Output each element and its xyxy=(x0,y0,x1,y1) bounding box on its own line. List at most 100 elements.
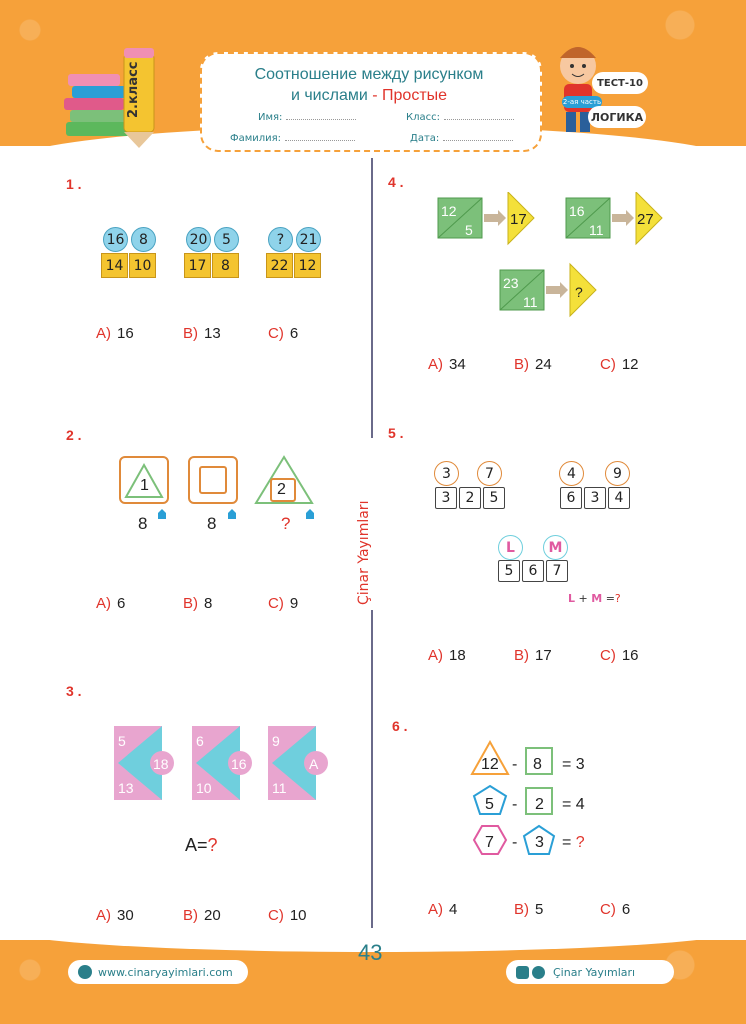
date-field: Дата: xyxy=(410,132,514,144)
title-highlight: Простые xyxy=(382,87,448,104)
website-link[interactable]: www.cinaryayimlari.com xyxy=(68,960,248,984)
q3-option-a[interactable]: A)30 xyxy=(96,907,134,924)
q1-number: 1 . xyxy=(66,176,82,192)
q6-row-1-box: 8 xyxy=(533,756,542,773)
q4-item-2-top: 16 xyxy=(569,203,585,219)
q5-cell: 3 xyxy=(584,487,606,509)
q3-cards xyxy=(114,726,328,800)
column-divider-bottom xyxy=(371,610,373,930)
q6-option-c[interactable]: C)6 xyxy=(600,901,631,918)
q6-option-b[interactable]: B)5 xyxy=(514,901,544,918)
name-label: Имя: xyxy=(258,112,283,123)
q5-option-a[interactable]: A)18 xyxy=(428,647,466,664)
q5-top-m: M xyxy=(543,535,568,560)
social-link[interactable]: Çinar Yayımları xyxy=(506,960,674,984)
q1-circle: 20 xyxy=(186,227,211,252)
page-number: 43 xyxy=(358,940,383,965)
test-badge: ТЕСТ-10 xyxy=(592,72,648,94)
q1-option-b[interactable]: B)13 xyxy=(183,325,221,342)
q6-shapes xyxy=(470,740,556,855)
q4-item-3-top: 23 xyxy=(503,275,519,291)
q6-row-1-minus: - xyxy=(512,756,518,773)
social-text: Çinar Yayımları xyxy=(553,965,636,979)
q2-value-1: 8 xyxy=(138,514,148,533)
surname-line[interactable] xyxy=(285,132,356,141)
q1-box: 14 xyxy=(101,253,128,278)
q1-box: 12 xyxy=(294,253,321,278)
q6-row-3-eq: = ? xyxy=(562,834,585,851)
q1-box: 10 xyxy=(129,253,156,278)
q3-card-2-bottom: 10 xyxy=(196,780,212,796)
q6-row-2-shape: 5 xyxy=(485,796,494,813)
q2-number: 2 . xyxy=(66,427,82,443)
name-line[interactable] xyxy=(286,111,357,120)
q2-option-a[interactable]: A)6 xyxy=(96,595,126,612)
title-dash: - xyxy=(372,87,378,104)
class-label: Класс: xyxy=(406,112,440,123)
q2-shapes xyxy=(119,455,314,504)
q4-item-1-bottom: 5 xyxy=(465,222,473,238)
q4-option-c[interactable]: C)12 xyxy=(600,356,639,373)
q3-card-3-bottom: 11 xyxy=(272,780,287,796)
q3-card-1-top: 5 xyxy=(118,733,126,749)
q4-item-2-result: 27 xyxy=(637,211,654,228)
q5-option-b[interactable]: B)17 xyxy=(514,647,552,664)
q3-option-c[interactable]: C)10 xyxy=(268,907,307,924)
q6-row-2-minus: - xyxy=(512,796,518,813)
q1-option-a[interactable]: A)16 xyxy=(96,325,134,342)
q3-option-b[interactable]: B)20 xyxy=(183,907,221,924)
q3-card-3-circle: A xyxy=(309,756,319,772)
q1-option-c[interactable]: C)6 xyxy=(268,325,299,342)
q5-top: 3 xyxy=(434,461,459,486)
q4-item-3-result: ? xyxy=(575,284,583,300)
column-divider-top xyxy=(371,158,373,438)
date-line[interactable] xyxy=(443,132,514,141)
q1-circle: 5 xyxy=(214,227,239,252)
title-line-2-text: и числами xyxy=(290,87,368,104)
class-line[interactable] xyxy=(443,111,514,120)
q4-diagram xyxy=(437,192,663,318)
q5-formula: L + M =? xyxy=(568,592,621,605)
part-badge: 2-ая часть xyxy=(562,96,602,108)
q1-circle: ? xyxy=(268,227,293,252)
title-line-1: Соотношение между рисунком xyxy=(254,66,484,83)
q3-card-1-bottom: 13 xyxy=(118,780,134,796)
q4-item-1-top: 12 xyxy=(441,203,457,219)
title-card xyxy=(200,52,542,152)
q4-item-2-bottom: 11 xyxy=(589,222,604,238)
q5-option-c[interactable]: C)16 xyxy=(600,647,639,664)
q4-option-b[interactable]: B)24 xyxy=(514,356,552,373)
books-illustration xyxy=(64,74,136,136)
facebook-icon xyxy=(532,965,545,979)
q3-card-2-circle: 16 xyxy=(231,756,247,772)
name-field: Имя: xyxy=(258,111,357,123)
q1-box: 8 xyxy=(212,253,239,278)
q3-question: A=? xyxy=(185,835,218,855)
q4-option-a[interactable]: A)34 xyxy=(428,356,466,373)
q2-option-c[interactable]: C)9 xyxy=(268,595,299,612)
surname-label: Фамилия: xyxy=(230,133,282,144)
q1-circle: 21 xyxy=(296,227,321,252)
q6-option-a[interactable]: A)4 xyxy=(428,901,458,918)
q6-number: 6 . xyxy=(392,718,408,734)
q5-top: 9 xyxy=(605,461,630,486)
q5-cell: 7 xyxy=(546,560,568,582)
side-brand: Çinar Yayımları xyxy=(356,500,372,605)
date-label: Дата: xyxy=(410,133,440,144)
instagram-icon xyxy=(516,965,529,979)
q3-card-1-circle: 18 xyxy=(153,756,169,772)
q4-item-3-bottom: 11 xyxy=(523,294,538,310)
q2-shape-3-inner: 2 xyxy=(277,481,286,498)
q1-circle: 16 xyxy=(103,227,128,252)
q6-row-3-minus: - xyxy=(512,834,518,851)
q1-box: 17 xyxy=(184,253,211,278)
grade-label: 2.класс xyxy=(126,61,141,118)
q4-number: 4 . xyxy=(388,174,404,190)
q6-row-2-eq: = 4 xyxy=(562,796,585,813)
q2-value-3: ? xyxy=(281,514,291,533)
website-text: www.cinaryayimlari.com xyxy=(98,965,233,979)
q2-shape-1-inner: 1 xyxy=(140,477,149,494)
q4-item-1-result: 17 xyxy=(510,211,527,228)
q2-option-b[interactable]: B)8 xyxy=(183,595,213,612)
q6-row-3-shape: 7 xyxy=(485,834,494,851)
